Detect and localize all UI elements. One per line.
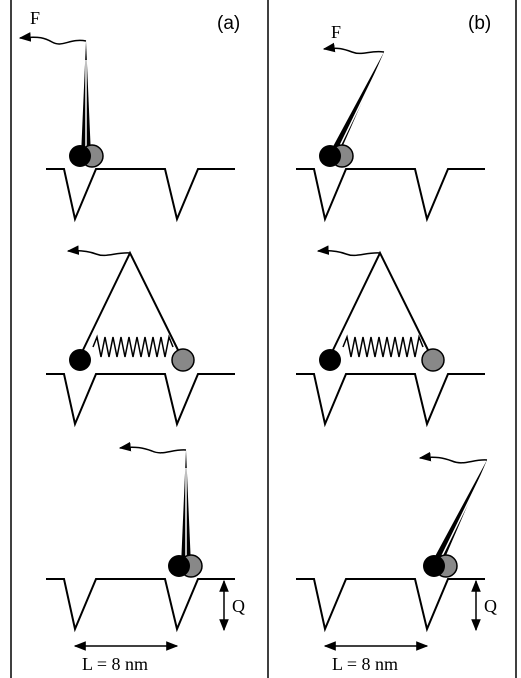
panel-a-force-arrow-2	[66, 245, 131, 257]
panel-a-legs	[82, 250, 179, 351]
panel-a-force-arrow	[18, 32, 87, 45]
panel-a-force-label: F	[30, 8, 40, 28]
panel-a-track-2	[46, 373, 235, 428]
panel-b-front-head	[319, 145, 341, 167]
panel-a-stage-1: F	[18, 8, 235, 223]
panel-b-track-2	[296, 373, 485, 428]
panel-b-rear-head-2	[421, 348, 445, 372]
panel-b-l-label: L = 8 nm	[332, 654, 398, 674]
panel-a-track	[46, 168, 235, 223]
panel-b-lever-slit-3	[440, 475, 482, 559]
panel-a-front-head-3	[168, 555, 190, 577]
panel-b-front-head-3	[423, 555, 445, 577]
panel-a-l-label: L = 8 nm	[82, 654, 148, 674]
panel-b-lever-3	[432, 460, 487, 567]
panel-a-stage-3: Q L = 8 nm	[46, 441, 245, 674]
panel-b-label: (b)	[468, 13, 491, 34]
panel-b: (b) F Q	[296, 13, 497, 674]
panel-b-track	[296, 168, 485, 223]
panel-a-front-head	[69, 145, 91, 167]
panel-b-force-arrow-2	[316, 245, 381, 257]
panel-b-force-arrow-3	[418, 451, 488, 464]
panel-a-track-3	[46, 578, 235, 633]
panel-b-force-arrow	[322, 42, 385, 55]
panel-b-front-head-2	[319, 349, 341, 371]
panel-b-lever-slit	[337, 67, 379, 151]
panel-b-spring	[342, 334, 424, 358]
panel-a-front-head-2	[69, 349, 91, 371]
panel-b-stage-3: Q L = 8 nm	[296, 451, 497, 674]
panel-a-stage-2	[46, 245, 235, 428]
panel-b-stage-1: F	[296, 22, 485, 223]
panel-b-force-label: F	[331, 22, 341, 42]
panel-a: (a) F Q	[18, 8, 245, 674]
panel-a-rear-head-2	[171, 348, 195, 372]
panel-b-q-label: Q	[484, 596, 497, 616]
panel-b-lever	[329, 52, 384, 159]
panel-b-track-3	[296, 578, 485, 633]
panel-b-stage-2	[296, 245, 485, 428]
panel-a-q-label: Q	[232, 596, 245, 616]
panel-a-spring	[92, 334, 174, 358]
panel-a-force-arrow-3	[118, 441, 187, 454]
panel-b-legs	[332, 250, 429, 351]
panel-a-label: (a)	[217, 13, 240, 34]
